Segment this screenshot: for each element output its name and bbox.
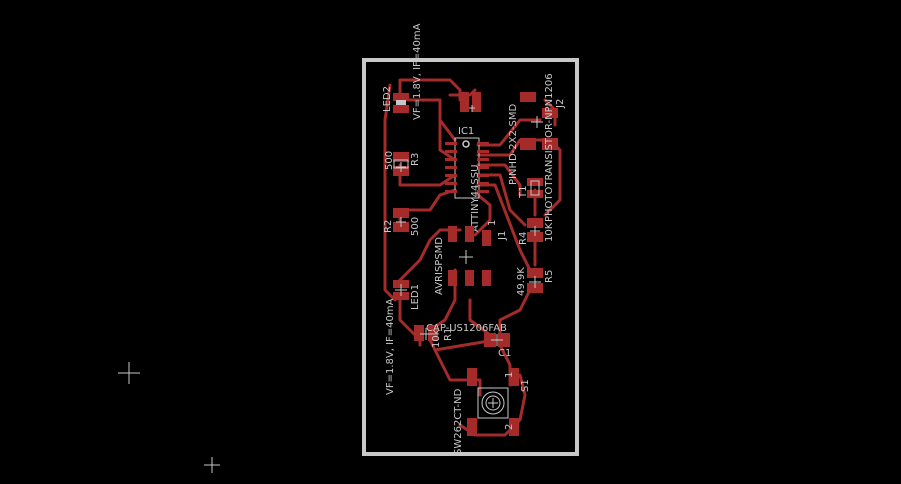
r2-label: R2 xyxy=(383,220,394,233)
ic1-label: IC1 xyxy=(458,126,474,137)
r4-label: R4 xyxy=(518,232,529,245)
led1-spec: VF=1.8V, IF=40mA xyxy=(385,298,396,395)
r4-footprint[interactable] xyxy=(527,218,543,242)
r3-value: 500 xyxy=(384,151,395,170)
j2-label: J2 xyxy=(555,99,566,109)
avrisp-label: AVRISPSMD xyxy=(434,237,445,295)
r5-label: R5 xyxy=(544,270,555,283)
switch-part-label: SW262CT-ND xyxy=(453,388,464,455)
cap-label: CAP-US1206FAB xyxy=(426,323,507,334)
r1-footprint[interactable] xyxy=(414,325,438,341)
r5-footprint[interactable] xyxy=(527,268,543,293)
t1-label: T1 xyxy=(518,186,529,199)
r1-label: R1 xyxy=(443,328,454,341)
origin-crosshair-icon xyxy=(118,362,140,384)
pin1b-label: 1 xyxy=(504,372,515,378)
s1-switch-footprint[interactable] xyxy=(467,368,519,436)
board-outline[interactable] xyxy=(362,58,579,456)
r2-footprint[interactable] xyxy=(393,208,409,232)
r3-footprint[interactable] xyxy=(393,152,409,176)
pinhd-label: PINHD-2X2-SMD xyxy=(508,104,519,185)
attiny-label: ATTINY44SSU xyxy=(470,165,481,232)
ic1-footprint[interactable] xyxy=(445,137,489,199)
grid-crosshair-icon xyxy=(204,457,220,473)
led2-label: LED2 xyxy=(382,86,393,112)
led1-footprint[interactable] xyxy=(393,280,409,300)
led1-label: LED1 xyxy=(410,284,421,310)
r3-label: R3 xyxy=(410,153,421,166)
j1-avrisp-footprint[interactable] xyxy=(448,226,491,286)
c1-label: C1 xyxy=(498,348,511,359)
r4-value: 10K xyxy=(544,222,555,242)
j2-footprint[interactable] xyxy=(520,92,558,150)
c1-footprint[interactable] xyxy=(484,333,510,347)
j1-label: J1 xyxy=(497,231,508,241)
s1-label: S1 xyxy=(520,379,531,392)
r2-value: 500 xyxy=(410,217,421,236)
pin2-label: 2 xyxy=(504,424,515,430)
top-header-pads[interactable] xyxy=(460,92,481,112)
phototransistor-label: PHOTOTRANSISTOR-NPN1206 xyxy=(544,73,555,222)
t1-footprint[interactable] xyxy=(527,178,543,198)
r1-value: 10k xyxy=(431,329,442,348)
led2-footprint[interactable] xyxy=(393,93,409,113)
r5-value: 49.9K xyxy=(516,267,527,296)
led2-spec: VF=1.8V, IF=40mA xyxy=(412,23,423,120)
pin1-label: 1 xyxy=(487,220,498,226)
